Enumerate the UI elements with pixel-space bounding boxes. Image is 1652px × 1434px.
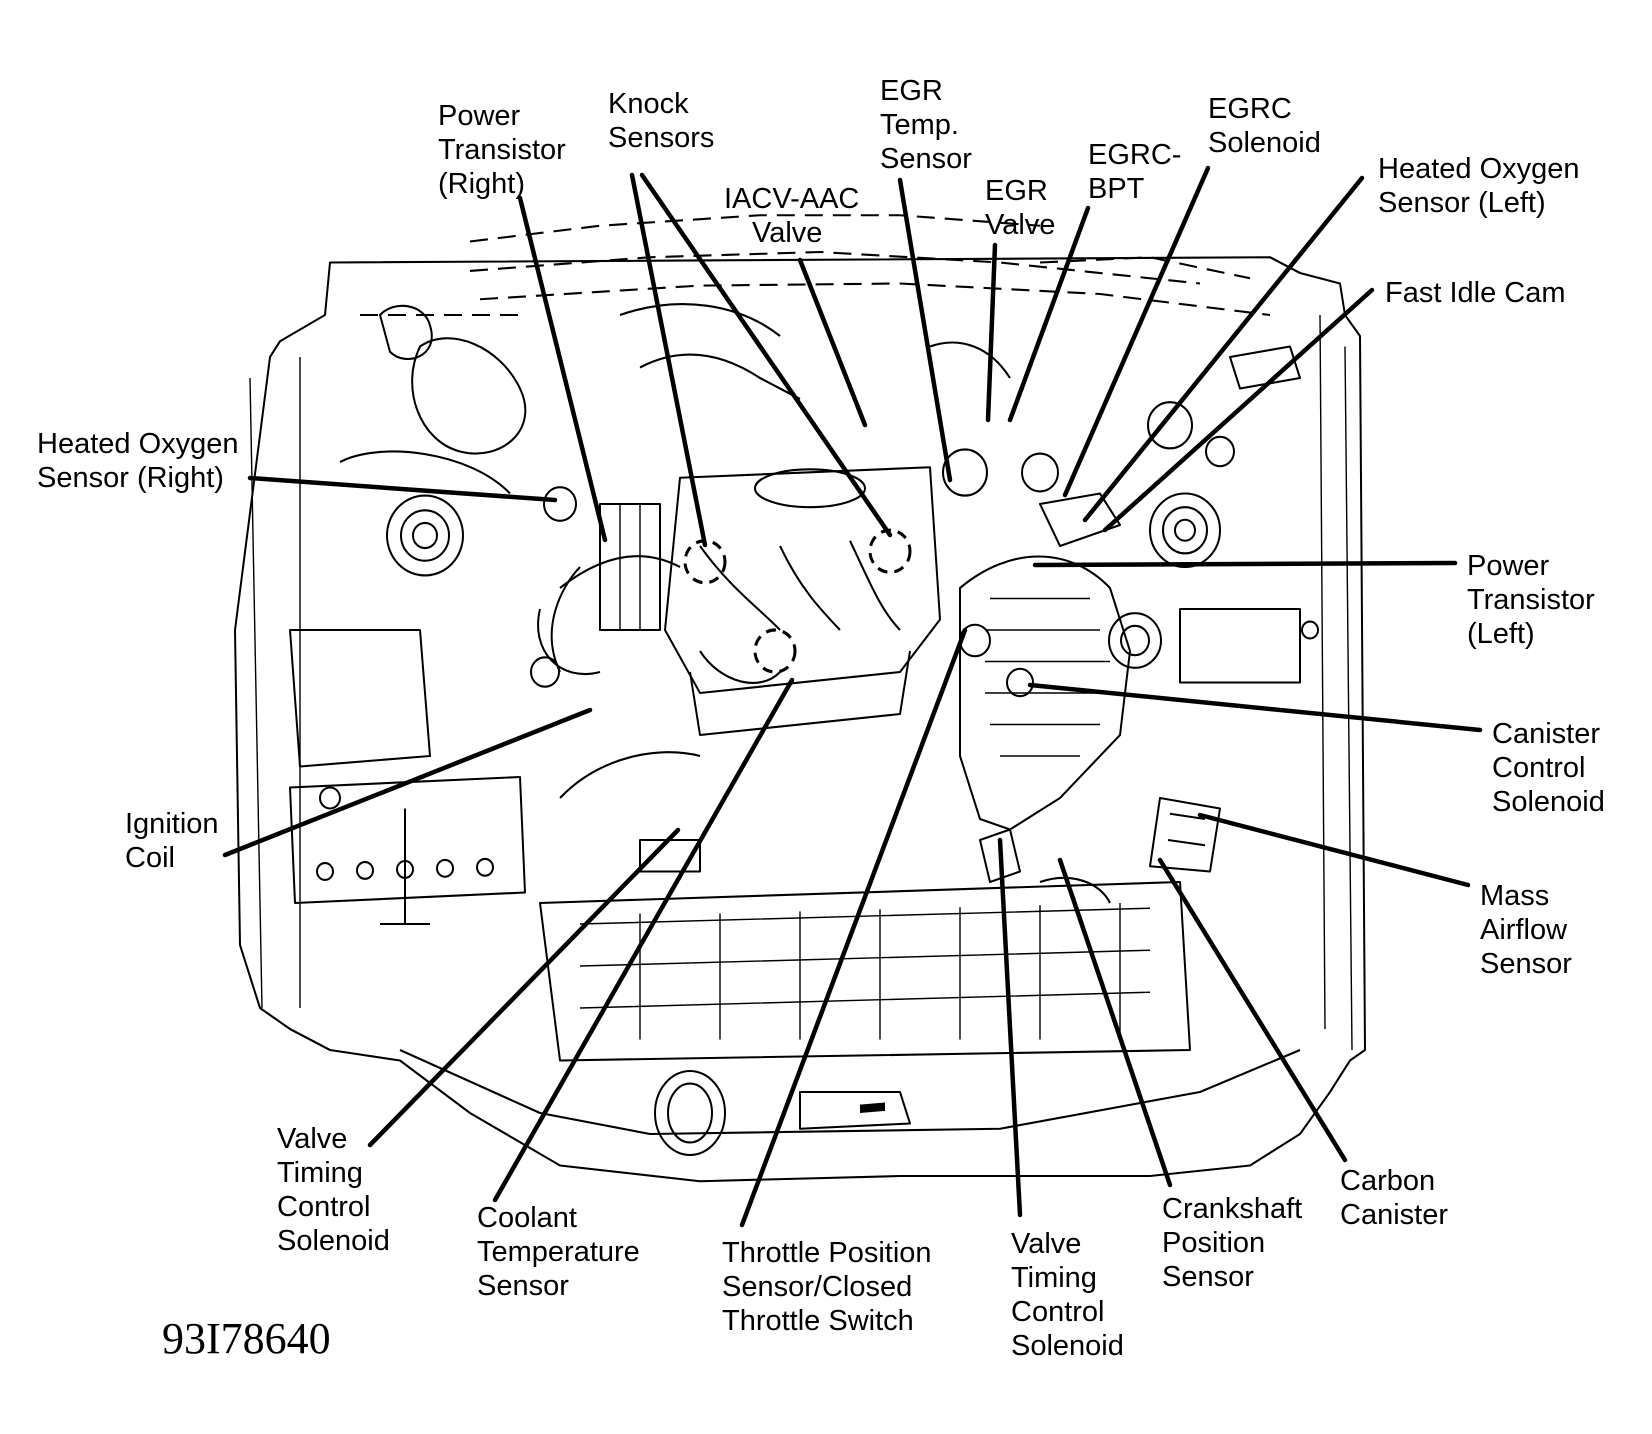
label-knock-sensors: Knock Sensors	[608, 88, 714, 154]
label-heated-oxygen-sensor-left: Heated Oxygen Sensor (Left)	[1378, 153, 1588, 219]
leader-carbon-canister	[1157, 857, 1348, 1163]
leader-knock-sensor-2	[639, 172, 893, 538]
coolant-temp-callout	[753, 628, 797, 674]
label-power-transistor-right: Power Transistor (Right)	[438, 100, 574, 200]
leader-power-transistor-right	[517, 195, 608, 543]
leader-knock-sensor-1	[629, 172, 708, 548]
label-egrc-solenoid: EGRC Solenoid	[1208, 93, 1321, 159]
leader-egrc-bpt	[1007, 205, 1091, 423]
label-mass-airflow-sensor: Mass Airflow Sensor	[1480, 880, 1575, 980]
label-heated-oxygen-sensor-right: Heated Oxygen Sensor (Right)	[37, 428, 247, 494]
engine-bay-drawing	[234, 214, 1366, 1183]
label-iacv-aac-valve: IACV-AAC Valve	[724, 183, 867, 249]
label-egr-valve: EGR Valve	[985, 175, 1056, 241]
leader-mass-airflow-sensor	[1197, 812, 1471, 888]
label-valve-timing-control-solenoid-left: Valve Timing Control Solenoid	[1011, 1228, 1124, 1362]
label-canister-control-solenoid: Canister Control Solenoid	[1492, 718, 1608, 818]
leader-valve-timing-control-solenoid-right	[367, 827, 681, 1148]
leader-ignition-coil	[222, 707, 593, 858]
leader-crankshaft-position-sensor	[1057, 857, 1173, 1188]
leader-iacv-aac-valve	[797, 257, 868, 428]
label-valve-timing-control-solenoid-right: Valve Timing Control Solenoid	[277, 1123, 390, 1257]
component-callouts	[683, 528, 912, 674]
leader-coolant-temperature-sensor	[492, 677, 795, 1203]
figure-id: 93I78640	[162, 1314, 331, 1363]
leader-fast-idle-cam	[1102, 287, 1375, 533]
leader-heated-oxygen-sensor-left	[1082, 175, 1365, 523]
label-ignition-coil: Ignition Coil	[125, 808, 227, 874]
label-throttle-position-sensor: Throttle Position Sensor/Closed Throttle…	[722, 1237, 940, 1337]
leader-power-transistor-left	[1032, 560, 1458, 568]
leader-canister-control-solenoid	[1027, 682, 1483, 733]
label-egr-temp-sensor: EGR Temp. Sensor	[880, 75, 972, 175]
knock-sensor-callout-2	[868, 528, 912, 574]
label-carbon-canister: Carbon Canister	[1340, 1165, 1448, 1231]
label-fast-idle-cam: Fast Idle Cam	[1385, 277, 1566, 309]
label-power-transistor-left: Power Transistor (Left)	[1467, 550, 1603, 650]
leader-throttle-position-sensor	[739, 627, 968, 1228]
label-coolant-temperature-sensor: Coolant Temperature Sensor	[477, 1202, 648, 1302]
label-crankshaft-position-sensor: Crankshaft Position Sensor	[1162, 1193, 1310, 1293]
component-labels: Power Transistor (Right) Knock Sensors I…	[37, 75, 1608, 1362]
leader-egrc-solenoid	[1062, 165, 1211, 498]
label-egrc-bpt: EGRC- BPT	[1088, 139, 1190, 205]
leader-valve-timing-control-solenoid-left	[997, 837, 1023, 1218]
leader-heated-oxygen-sensor-right	[247, 475, 558, 503]
leader-egr-valve	[985, 242, 998, 423]
leader-egr-temp-sensor	[897, 177, 953, 483]
leader-lines	[222, 165, 1483, 1228]
